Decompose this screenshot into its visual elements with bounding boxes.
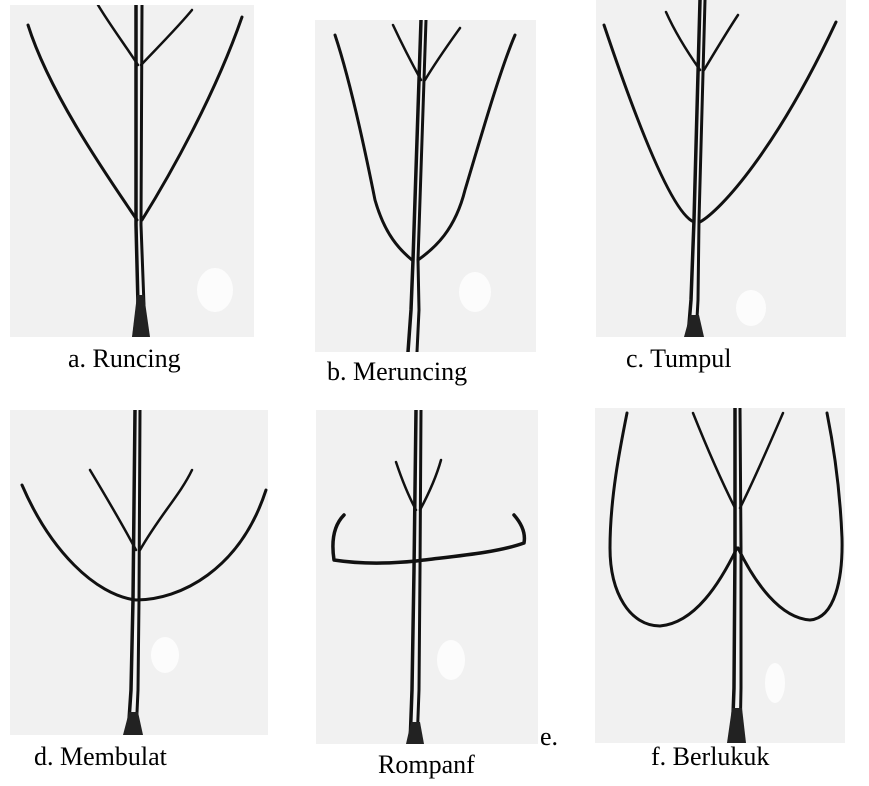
- meruncing-leaf-base-drawing: [315, 20, 536, 352]
- caption-meruncing: b. Meruncing: [327, 357, 467, 387]
- tumpul-leaf-base-drawing: [596, 0, 846, 337]
- caption-tumpul: c. Tumpul: [626, 344, 732, 374]
- rompang-leaf-base-drawing: [316, 410, 538, 744]
- figure-runcing: [10, 5, 254, 337]
- runcing-leaf-base-drawing: [10, 5, 254, 337]
- berlukuk-leaf-base-drawing: [595, 408, 845, 743]
- caption-rompang: Rompanf: [378, 750, 475, 780]
- caption-berlukuk: f. Berlukuk: [651, 742, 769, 772]
- figure-berlukuk: [595, 408, 845, 743]
- figure-rompang: [316, 410, 538, 744]
- figure-membulat: [10, 410, 268, 735]
- caption-e-letter: e.: [540, 722, 558, 752]
- figure-meruncing: [315, 20, 536, 352]
- membulat-leaf-base-drawing: [10, 410, 268, 735]
- figure-tumpul: [596, 0, 846, 337]
- caption-membulat: d. Membulat: [34, 742, 167, 772]
- caption-runcing: a. Runcing: [68, 344, 181, 374]
